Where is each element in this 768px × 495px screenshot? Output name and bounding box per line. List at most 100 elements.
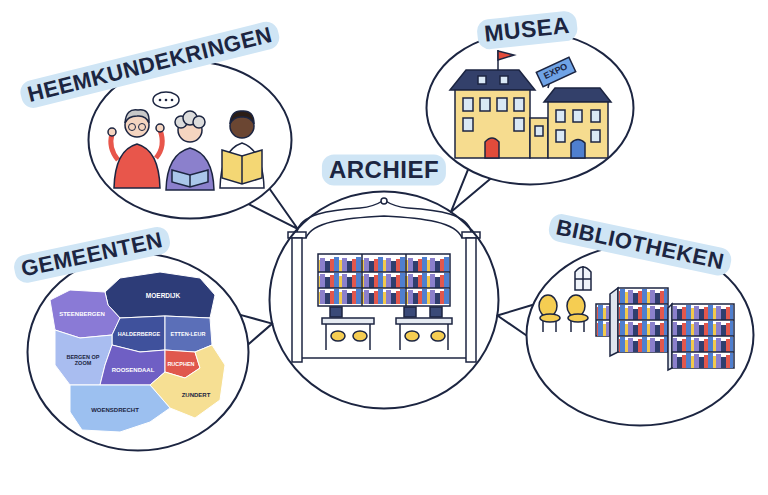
dot bbox=[159, 99, 162, 102]
floor bbox=[300, 357, 468, 359]
person-body bbox=[114, 144, 160, 188]
window bbox=[514, 98, 524, 111]
shelf-frame bbox=[618, 288, 668, 352]
shelf-board bbox=[618, 335, 668, 337]
door bbox=[571, 140, 585, 159]
table bbox=[396, 318, 452, 324]
monitor bbox=[404, 307, 416, 317]
map-label: BERGEN OP ZOOM bbox=[63, 354, 103, 366]
shelf-frame bbox=[672, 304, 734, 368]
glasses bbox=[129, 124, 136, 131]
book bbox=[172, 170, 208, 187]
shelf-board bbox=[318, 287, 450, 289]
facade bbox=[455, 90, 530, 158]
bubble-heading: HEEMKUNDEKRINGEN bbox=[18, 19, 282, 111]
window bbox=[463, 98, 473, 111]
window bbox=[535, 126, 543, 136]
shelf-board bbox=[672, 351, 734, 353]
roof bbox=[450, 70, 535, 90]
window bbox=[573, 110, 582, 122]
map-region bbox=[50, 290, 120, 338]
map-region bbox=[70, 385, 170, 432]
bubble-heading: GEMEENTEN bbox=[12, 225, 172, 286]
expo-sign bbox=[536, 57, 575, 87]
bubble-outline bbox=[270, 192, 499, 409]
chair-seat bbox=[568, 314, 588, 322]
table-leg bbox=[447, 324, 449, 350]
window bbox=[591, 130, 600, 142]
shelf-board bbox=[618, 319, 668, 321]
window bbox=[497, 98, 507, 111]
shelf-frame bbox=[596, 304, 610, 336]
hand bbox=[108, 128, 116, 136]
window bbox=[463, 118, 473, 131]
speech-bubble: BIBLIOTHEKEN bbox=[525, 243, 755, 427]
dormer bbox=[500, 76, 508, 84]
window bbox=[480, 98, 490, 111]
bubble-outline bbox=[268, 190, 500, 410]
shelf-books bbox=[319, 256, 449, 304]
door bbox=[485, 138, 499, 158]
bubble-outline bbox=[26, 252, 250, 452]
map-label: MOERDIJK bbox=[133, 292, 193, 299]
bubble-heading: BIBLIOTHEKEN bbox=[547, 212, 734, 278]
hair bbox=[193, 116, 205, 128]
map-label: ROOSENDAAL bbox=[107, 367, 159, 374]
window bbox=[556, 130, 565, 142]
map-label: HALDERBERGE bbox=[114, 331, 164, 337]
chair bbox=[405, 331, 419, 341]
dot bbox=[165, 99, 168, 102]
municipality-map bbox=[50, 272, 225, 432]
bubble-heading: MUSEA bbox=[476, 10, 578, 50]
pillar bbox=[466, 238, 476, 362]
dot bbox=[171, 99, 174, 102]
bubble-outline bbox=[28, 254, 249, 451]
library-room bbox=[539, 266, 734, 370]
bubble-outline bbox=[427, 32, 634, 185]
shelf-board bbox=[318, 271, 450, 273]
monitor bbox=[430, 307, 442, 317]
map-label: ETTEN-LEUR bbox=[167, 331, 209, 337]
facade bbox=[548, 102, 608, 158]
table bbox=[322, 318, 374, 324]
shelf-board bbox=[672, 335, 734, 337]
pillar bbox=[292, 238, 302, 362]
window bbox=[591, 110, 600, 122]
book-spine bbox=[189, 175, 191, 187]
dormer bbox=[478, 76, 486, 84]
map-region bbox=[100, 345, 165, 385]
hand bbox=[156, 124, 164, 132]
map-region bbox=[105, 272, 215, 318]
chair bbox=[331, 331, 345, 341]
speech-bubble: GEMEENTEN bbox=[26, 252, 250, 452]
table-leg bbox=[325, 324, 327, 350]
archive-room bbox=[288, 198, 480, 362]
book bbox=[222, 150, 262, 184]
ornament bbox=[381, 198, 387, 204]
flag bbox=[498, 51, 514, 60]
window bbox=[514, 118, 524, 131]
shelf-books bbox=[597, 304, 609, 336]
arm bbox=[156, 130, 162, 158]
bubble-outline bbox=[425, 30, 635, 186]
archive-circle: ARCHIEF bbox=[268, 190, 500, 410]
book-spine bbox=[241, 156, 243, 184]
people-figure bbox=[108, 92, 264, 190]
table-leg bbox=[369, 324, 371, 350]
shelf-books bbox=[619, 288, 667, 352]
glasses bbox=[139, 124, 146, 131]
hair bbox=[230, 111, 254, 124]
shelf-books bbox=[673, 304, 733, 368]
hair bbox=[125, 110, 149, 123]
map-label: WOENSDRECHT bbox=[83, 407, 147, 414]
shelf-board bbox=[618, 303, 668, 305]
speech-bubble: HEEMKUNDEKRINGEN bbox=[87, 60, 293, 220]
arm bbox=[111, 134, 118, 160]
bubble-tail bbox=[249, 189, 298, 229]
shelf-divider bbox=[361, 254, 363, 306]
window-bar bbox=[575, 278, 591, 280]
arch bbox=[306, 216, 462, 238]
shelf-frame bbox=[318, 254, 450, 306]
shelf-board bbox=[596, 319, 610, 321]
chair bbox=[431, 331, 445, 341]
